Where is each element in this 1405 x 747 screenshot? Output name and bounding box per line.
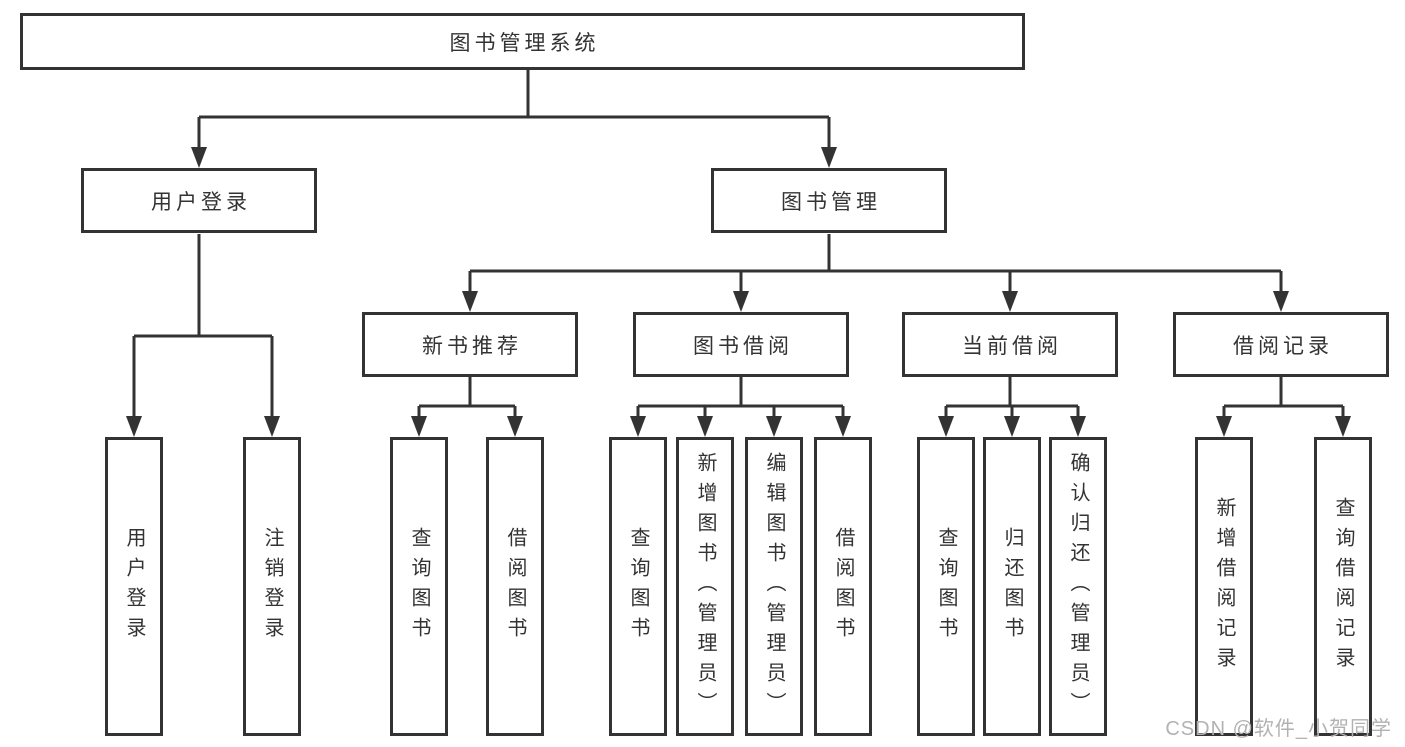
edge-newbooks-to-leaves xyxy=(411,377,523,437)
node-root-label: 图书管理系统 xyxy=(449,31,600,55)
leaf-records-add-record: 新增借阅记录 xyxy=(1195,437,1253,736)
node-current-borrow: 当前借阅 xyxy=(902,312,1118,377)
leaf-records-add-record-label: 新增借阅记录 xyxy=(1213,496,1235,677)
node-new-book-recommend: 新书推荐 xyxy=(362,312,578,377)
edge-userlogin-to-leaves xyxy=(126,234,280,437)
node-book-management: 图书管理 xyxy=(711,168,947,233)
node-user-login-label: 用户登录 xyxy=(151,190,251,214)
leaf-borrow-query-books: 查询图书 xyxy=(609,437,667,736)
leaf-current-return-books-label: 归还图书 xyxy=(1001,526,1023,647)
leaf-borrow-query-books-label: 查询图书 xyxy=(627,526,649,647)
node-root-library-system: 图书管理系统 xyxy=(20,13,1025,70)
node-book-management-label: 图书管理 xyxy=(781,190,881,214)
leaf-user-login-label: 用户登录 xyxy=(123,526,145,647)
leaf-borrow-borrow-books: 借阅图书 xyxy=(814,437,872,736)
leaf-borrow-add-books-admin: 新增图书（管理员） xyxy=(676,437,734,736)
leaf-borrow-add-books-admin-label: 新增图书（管理员） xyxy=(694,451,716,722)
leaf-newbooks-borrow-books-label: 借阅图书 xyxy=(504,526,526,647)
leaf-newbooks-query-books-label: 查询图书 xyxy=(408,526,430,647)
leaf-newbooks-borrow-books: 借阅图书 xyxy=(486,437,544,736)
leaf-records-query-record-label: 查询借阅记录 xyxy=(1332,496,1354,677)
leaf-newbooks-query-books: 查询图书 xyxy=(390,437,448,736)
leaf-current-confirm-return-admin: 确认归还（管理员） xyxy=(1049,437,1107,736)
leaf-records-query-record: 查询借阅记录 xyxy=(1314,437,1372,736)
node-user-login: 用户登录 xyxy=(81,168,317,233)
node-book-borrow: 图书借阅 xyxy=(633,312,849,377)
leaf-borrow-edit-books-admin-label: 编辑图书（管理员） xyxy=(763,451,785,722)
leaf-current-query-books-label: 查询图书 xyxy=(935,526,957,647)
edge-root-to-level2 xyxy=(191,70,837,168)
edge-bookmgmt-to-level3 xyxy=(462,234,1289,312)
node-new-book-recommend-label: 新书推荐 xyxy=(422,334,522,358)
leaf-current-confirm-return-admin-label: 确认归还（管理员） xyxy=(1067,451,1089,722)
edge-currentborrow-to-leaves xyxy=(938,377,1086,437)
leaf-user-login: 用户登录 xyxy=(105,437,163,736)
node-book-borrow-label: 图书借阅 xyxy=(693,334,793,358)
leaf-borrow-edit-books-admin: 编辑图书（管理员） xyxy=(745,437,803,736)
leaf-borrow-borrow-books-label: 借阅图书 xyxy=(832,526,854,647)
leaf-logout: 注销登录 xyxy=(243,437,301,736)
leaf-current-query-books: 查询图书 xyxy=(917,437,975,736)
edge-borrowrecords-to-leaves xyxy=(1216,377,1351,437)
node-current-borrow-label: 当前借阅 xyxy=(962,334,1062,358)
leaf-logout-label: 注销登录 xyxy=(261,526,283,647)
node-borrow-records: 借阅记录 xyxy=(1173,312,1389,377)
leaf-current-return-books: 归还图书 xyxy=(983,437,1041,736)
node-borrow-records-label: 借阅记录 xyxy=(1233,334,1333,358)
edge-bookborrow-to-leaves xyxy=(630,377,851,437)
